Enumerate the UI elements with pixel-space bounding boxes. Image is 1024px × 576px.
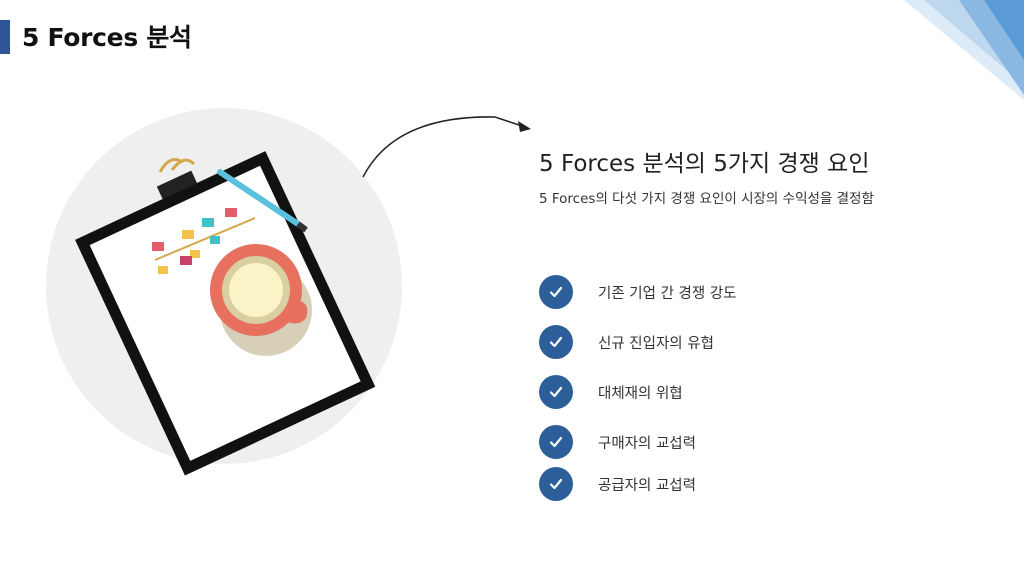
list-item: 기존 기업 간 경쟁 강도 [539, 275, 737, 309]
list-item: 공급자의 교섭력 [539, 467, 696, 501]
slide-title: 5 Forces 분석 [22, 23, 192, 52]
check-icon [539, 467, 573, 501]
clipboard-illustration [75, 151, 376, 476]
check-icon [539, 275, 573, 309]
list-item: 대체재의 위협 [539, 375, 683, 409]
check-icon [539, 325, 573, 359]
section-headline: 5 Forces 분석의 5가지 경쟁 요인 [539, 151, 870, 177]
paper-icons [152, 208, 256, 274]
force-label: 구매자의 교섭력 [598, 435, 696, 452]
section-subtitle: 5 Forces의 다섯 가지 경쟁 요인이 시장의 수익성을 결정함 [539, 191, 874, 207]
check-icon [539, 375, 573, 409]
pencil-icon [217, 169, 308, 233]
corner-decoration [904, 0, 1024, 100]
list-item: 신규 진입자의 유협 [539, 325, 714, 359]
title-accent-bar [0, 20, 10, 54]
force-label: 기존 기업 간 경쟁 강도 [598, 285, 737, 302]
force-label: 신규 진입자의 유협 [598, 335, 714, 352]
list-item: 구매자의 교섭력 [539, 425, 696, 459]
coffee-cup-icon [210, 244, 312, 356]
force-label: 대체재의 위협 [598, 385, 683, 402]
binder-clip-icon [156, 158, 198, 200]
force-label: 공급자의 교섭력 [598, 477, 696, 494]
curved-arrow-icon [362, 116, 531, 178]
check-icon [539, 425, 573, 459]
